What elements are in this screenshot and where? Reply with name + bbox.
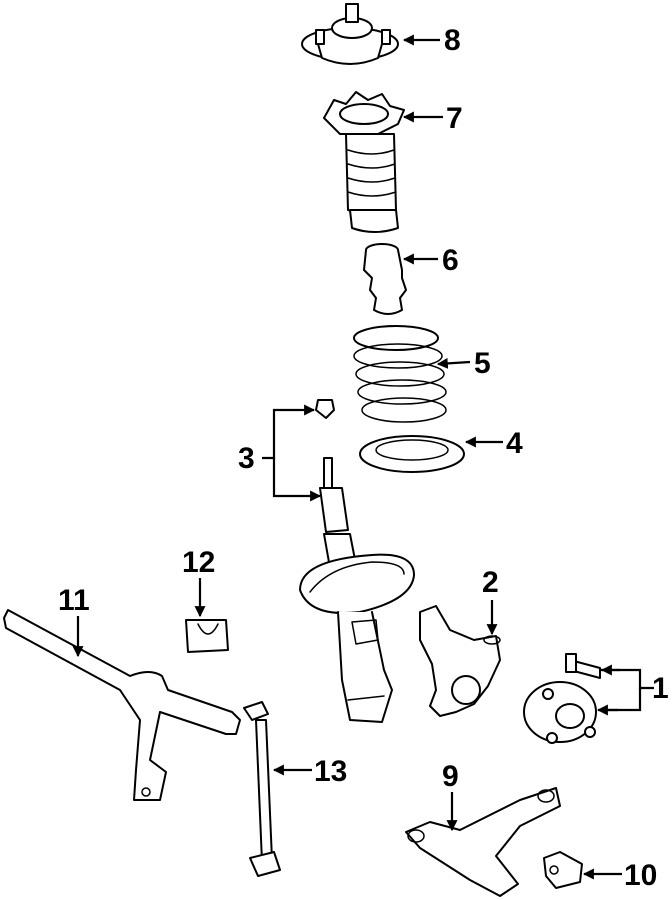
callout-4: 4 <box>506 427 523 460</box>
bump-stop-part <box>363 243 407 315</box>
coil-spring-part <box>353 325 447 423</box>
callout-11: 11 <box>58 584 90 617</box>
callout-7: 7 <box>446 102 463 135</box>
callout-12: 12 <box>182 546 215 579</box>
stabilizer-bushing-part <box>185 619 229 653</box>
callout-8: 8 <box>444 24 461 57</box>
strut-assembly-part <box>299 399 415 723</box>
leader-lines <box>72 34 654 880</box>
callout-10: 10 <box>624 859 657 892</box>
callout-13: 13 <box>314 755 347 788</box>
callout-labels: 8 7 6 5 4 3 2 1 11 12 13 9 10 <box>58 24 669 892</box>
stabilizer-bar-part <box>3 609 241 801</box>
callout-2: 2 <box>482 566 499 599</box>
spring-insulator-part <box>359 435 465 473</box>
callout-3: 3 <box>238 442 255 475</box>
callout-6: 6 <box>442 244 459 277</box>
callout-1: 1 <box>652 672 669 705</box>
steering-knuckle-part <box>419 605 501 717</box>
spring-seat-boot-part <box>323 91 405 233</box>
lower-control-arm-part <box>405 787 561 897</box>
ball-joint-part <box>543 851 583 889</box>
stabilizer-link-part <box>243 701 281 877</box>
strut-mount-part <box>301 3 399 65</box>
callout-5: 5 <box>474 347 491 380</box>
callout-9: 9 <box>442 760 459 793</box>
wheel-hub-part <box>523 653 601 744</box>
